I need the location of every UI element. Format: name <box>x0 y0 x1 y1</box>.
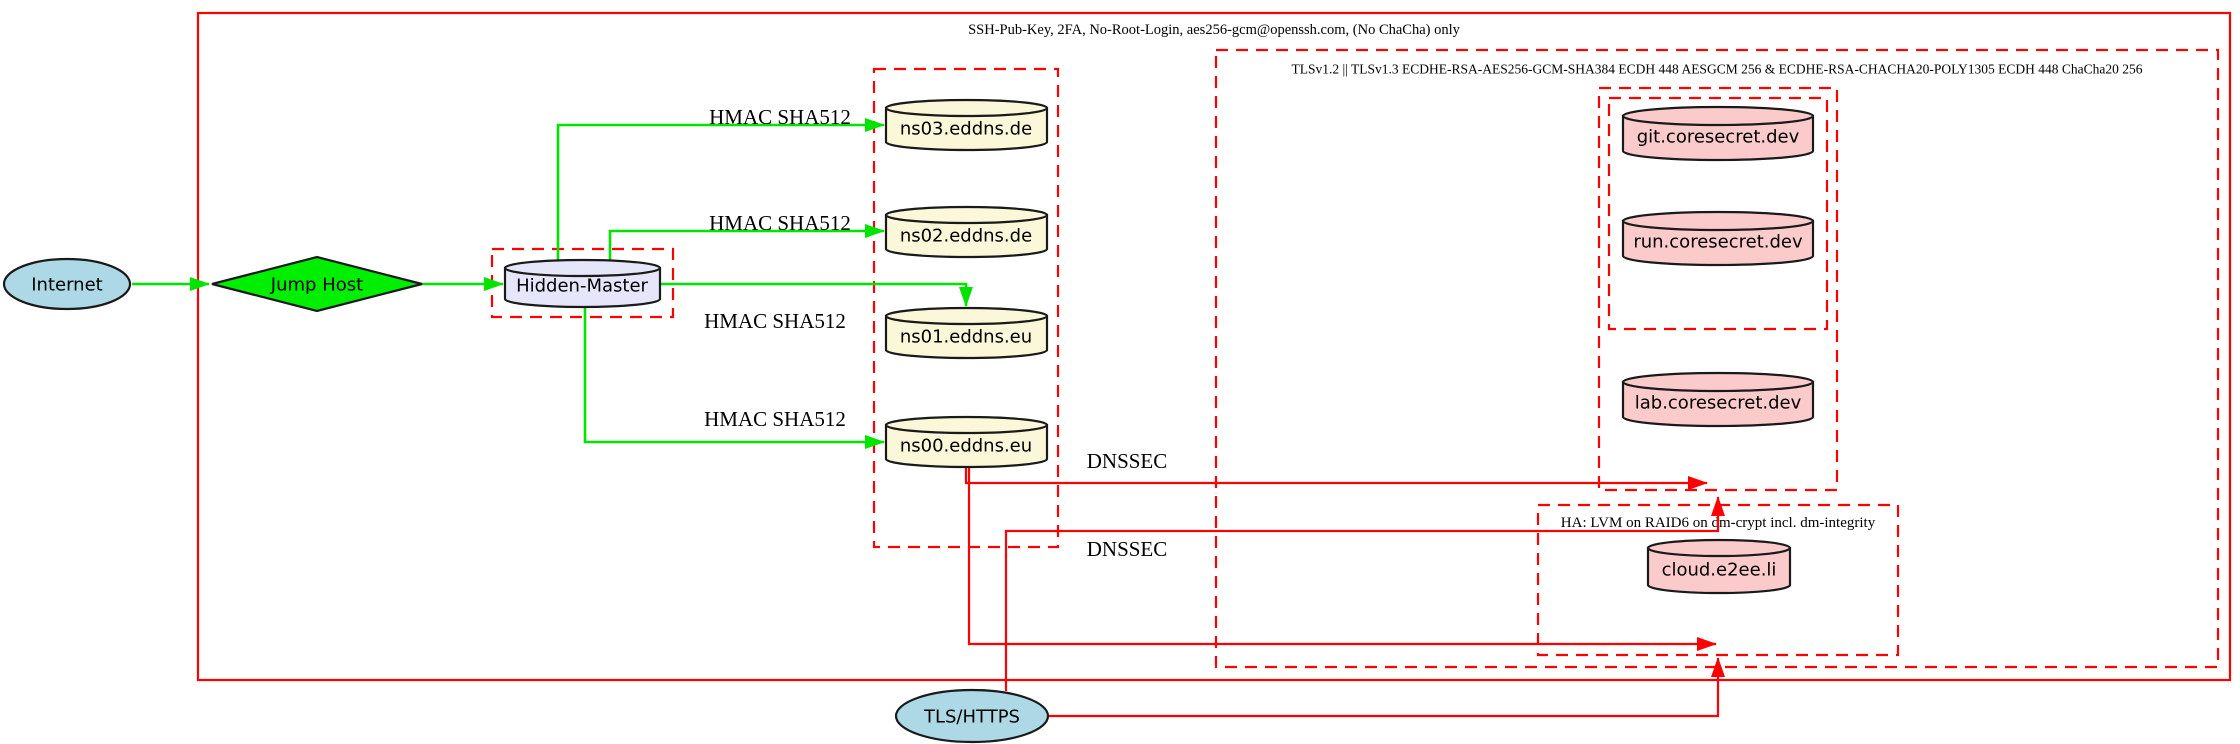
edge-label-hmac-ns01: HMAC SHA512 <box>704 309 846 333</box>
cloud-cylinder-body <box>1646 546 1792 595</box>
run-cylinder-body <box>1621 219 1815 267</box>
node-ns02: ns02.eddns.de <box>884 205 1049 259</box>
lab-cylinder-body <box>1621 380 1815 428</box>
cloud-cylinder-top <box>1646 538 1792 558</box>
cluster-ssh-label: SSH-Pub-Key, 2FA, No-Root-Login, aes256-… <box>968 22 1461 38</box>
ns01-label: ns01.eddns.eu <box>900 327 1032 348</box>
edge-ns00-dnssec-to-services <box>964 461 1708 490</box>
cluster-gitrun-border <box>1607 96 1829 331</box>
node-git: git.coresecret.dev <box>1621 105 1815 162</box>
edge-label-hmac-ns03: HMAC SHA512 <box>709 105 851 129</box>
node-ns01: ns01.eddns.eu <box>884 306 1049 360</box>
cloud-label: cloud.e2ee.li <box>1662 560 1777 581</box>
edge-tlshttps-to-services <box>1004 496 1725 691</box>
node-run: run.coresecret.dev <box>1621 210 1815 267</box>
edge-tlshttps-to-ha <box>1048 657 1725 718</box>
edge-ns00-dnssec-to-ha <box>967 461 1717 651</box>
internet-ellipse <box>2 257 132 311</box>
tls-https-label: TLS/HTTPS <box>923 707 1020 728</box>
edge-label-hmac-ns00: HMAC SHA512 <box>704 407 846 431</box>
node-internet: Internet <box>2 257 132 311</box>
node-tls-https: TLS/HTTPS <box>894 688 1050 744</box>
ns02-cylinder-top <box>884 205 1049 225</box>
lab-cylinder-top <box>1621 371 1815 393</box>
node-lab: lab.coresecret.dev <box>1621 371 1815 428</box>
cluster-ssh-border <box>196 11 2232 682</box>
cluster-tls-label: TLSv1.2 || TLSv1.3 ECDHE-RSA-AES256-GCM-… <box>1292 62 2143 77</box>
ns03-cylinder-top <box>884 98 1049 118</box>
hidden-master-label: Hidden-Master <box>516 276 648 297</box>
ns02-cylinder-body <box>884 213 1049 259</box>
hidden-master-cylinder-body <box>503 266 662 309</box>
ns00-cylinder-body <box>884 423 1049 469</box>
edge-hiddenmaster-to-ns02 <box>608 224 885 262</box>
node-jump-host: Jump Host <box>211 255 423 313</box>
ns02-label: ns02.eddns.de <box>900 226 1032 247</box>
git-label: git.coresecret.dev <box>1637 127 1800 148</box>
ns01-cylinder-body <box>884 314 1049 360</box>
jump-host-label: Jump Host <box>270 275 363 296</box>
git-cylinder-body <box>1621 114 1815 162</box>
edge-hiddenmaster-to-ns03 <box>556 118 885 262</box>
internet-label: Internet <box>31 275 102 296</box>
git-cylinder-top <box>1621 105 1815 127</box>
ns03-cylinder-body <box>884 106 1049 152</box>
ns03-label: ns03.eddns.de <box>900 119 1032 140</box>
edge-hiddenmaster-to-ns01 <box>660 282 973 307</box>
lab-label: lab.coresecret.dev <box>1635 393 1802 414</box>
ns00-label: ns00.eddns.eu <box>900 436 1032 457</box>
ns00-cylinder-top <box>884 415 1049 435</box>
tls-https-ellipse <box>894 688 1050 744</box>
jump-host-diamond <box>211 255 423 313</box>
node-hidden-master: Hidden-Master <box>503 258 662 309</box>
cluster-eddns-border <box>872 67 1060 549</box>
node-ns03: ns03.eddns.de <box>884 98 1049 152</box>
edge-hiddenmaster-to-ns00 <box>583 303 885 449</box>
run-label: run.coresecret.dev <box>1633 232 1803 253</box>
edge-label-dnssec-cloud: DNSSEC <box>1087 537 1168 561</box>
node-ns00: ns00.eddns.eu <box>884 415 1049 469</box>
edge-label-dnssec-services: DNSSEC <box>1087 449 1168 473</box>
node-cloud: cloud.e2ee.li <box>1646 538 1792 595</box>
edge-label-hmac-ns02: HMAC SHA512 <box>709 211 851 235</box>
run-cylinder-top <box>1621 210 1815 232</box>
hidden-master-cylinder-top <box>503 258 662 278</box>
ns01-cylinder-top <box>884 306 1049 326</box>
